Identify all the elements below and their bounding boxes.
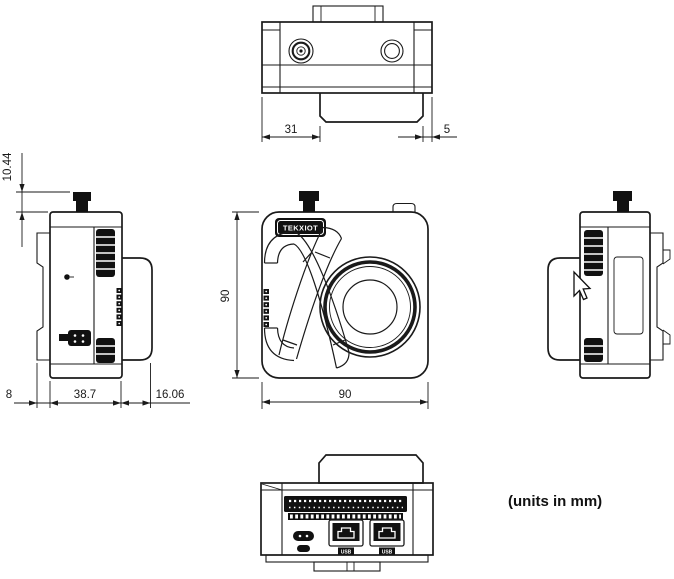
- dim-label-8: 8: [6, 389, 12, 401]
- camera-lens: [319, 256, 421, 358]
- mouse-cursor-icon: [573, 270, 592, 301]
- brand-logo: TEKXIOT: [275, 218, 326, 237]
- dimension-chain-depth: 8 38.7 16.06: [6, 363, 190, 408]
- din-rail-clip-left: [36, 232, 50, 361]
- heatsink-fins: [96, 229, 115, 363]
- dimension-height-90: 90: [220, 211, 259, 379]
- usb-port-1: USB: [328, 519, 364, 555]
- x-design-pattern: [263, 226, 350, 369]
- front-vent-holes: [263, 289, 269, 327]
- antenna-front: [299, 191, 319, 212]
- side-connector: [59, 330, 91, 346]
- lens-barrel-right: [547, 257, 580, 361]
- lens-barrel-left: [122, 257, 153, 361]
- usb-port-2-label: USB: [382, 549, 393, 555]
- dimension-5: 5: [398, 97, 457, 142]
- bottom-view: USB USB: [260, 454, 434, 572]
- vent-holes: [116, 288, 122, 326]
- sma-connector-icon: [288, 38, 314, 64]
- heatsink-fins-right: [584, 230, 603, 362]
- top-view: 31 5: [261, 5, 457, 142]
- round-port-icon: [380, 39, 404, 63]
- reset-screw-icon: [64, 274, 74, 280]
- bottom-base-step: [265, 554, 429, 563]
- antenna-right: [613, 191, 632, 212]
- front-view: TEKXIOT: [220, 191, 429, 409]
- dim-label-height-90: 90: [220, 290, 232, 303]
- terminal-block: [284, 496, 407, 520]
- top-view-din-block: [312, 5, 384, 23]
- dim-label-width-90: 90: [339, 389, 352, 401]
- dim-label-5: 5: [444, 124, 450, 136]
- usb-port-2: USB: [369, 519, 405, 555]
- dim-label-10-44: 10.44: [2, 152, 14, 181]
- units-note: (units in mm): [508, 493, 602, 510]
- top-view-body: [261, 21, 433, 94]
- usb-port-1-label: USB: [341, 549, 352, 555]
- usb-c-port: [293, 531, 314, 552]
- brand-logo-text: TEKXIOT: [283, 224, 318, 233]
- dimension-width-90: 90: [261, 382, 429, 409]
- antenna: [73, 192, 91, 212]
- product-label-area: [613, 256, 644, 335]
- top-button-bump: [392, 202, 416, 212]
- din-rail-clip-right: [650, 232, 664, 361]
- left-side-view: 10.44 8 38.7 16.06: [2, 152, 190, 408]
- top-view-lens-hood: [319, 93, 424, 123]
- dimension-10-44: 10.44: [2, 152, 70, 247]
- front-view-body: [261, 211, 429, 379]
- dimension-31: 31: [261, 97, 321, 142]
- dim-label-16-06: 16.06: [156, 389, 185, 401]
- right-side-view: [547, 191, 671, 379]
- dim-label-38-7: 38.7: [74, 389, 96, 401]
- right-view-body: [579, 211, 651, 379]
- bottom-view-lens-hood: [318, 454, 424, 484]
- dim-label-31: 31: [285, 124, 298, 136]
